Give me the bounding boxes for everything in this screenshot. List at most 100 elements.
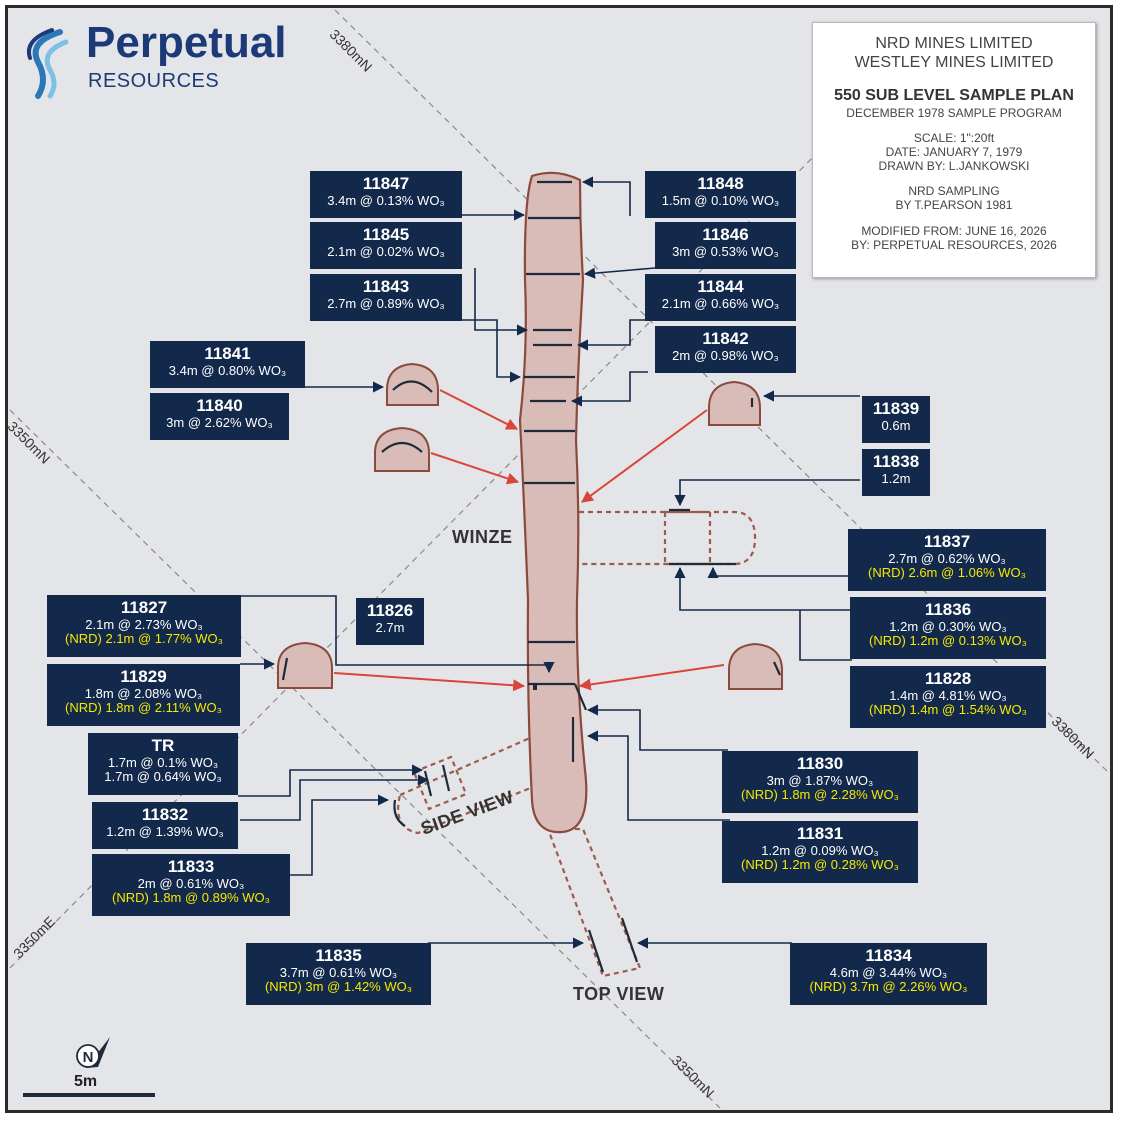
sample-id: 11833 [167, 857, 215, 876]
sample-channels [423, 180, 736, 973]
sample-result: 2.7m @ 0.62% WO₃ [888, 550, 1006, 566]
sample-result: 1.2m @ 0.09% WO₃ [761, 842, 879, 858]
sample-result: 3m @ 0.53% WO₃ [672, 243, 779, 259]
north-arrow-label: N [83, 1049, 94, 1066]
sample-id: 11831 [796, 824, 844, 843]
sample-id: 11839 [872, 399, 920, 418]
sample-box-11828: 11828 1.4m @ 4.81% WO₃ (NRD) 1.4m @ 1.54… [850, 666, 1046, 728]
sample-result: 1.4m @ 4.81% WO₃ [889, 687, 1007, 703]
sample-result: 1.8m @ 2.08% WO₃ [84, 685, 203, 701]
xsec-11828 [728, 642, 783, 690]
title-block: NRD MINES LIMITED WESTLEY MINES LIMITED … [812, 22, 1096, 278]
sample-result: 1.2m @ 0.30% WO₃ [889, 618, 1007, 634]
sample-result-2: 1.7m @ 0.64% WO₃ [104, 769, 222, 785]
xsec-11839 [708, 380, 761, 426]
sample-result: 1.2m @ 1.39% WO₃ [106, 823, 224, 839]
sample-result: 2.1m @ 0.02% WO₃ [327, 243, 445, 259]
sample-result: 2.1m @ 0.66% WO₃ [661, 295, 780, 311]
plan-drawn-by: DRAWN BY: L.JANKOWSKI [878, 159, 1030, 174]
sample-box-11842: 11842 2m @ 0.98% WO₃ [655, 326, 796, 373]
sample-nrd-result: (NRD) 1.2m @ 0.28% WO₃ [741, 857, 899, 873]
sample-id: 11841 [204, 344, 251, 363]
plan-title: 550 SUB LEVEL SAMPLE PLAN [834, 86, 1074, 104]
sample-box-11836: 11836 1.2m @ 0.30% WO₃ (NRD) 1.2m @ 0.13… [850, 597, 1046, 659]
sample-result: 3m @ 1.87% WO₃ [766, 772, 874, 788]
grid-line-3350n [9, 409, 721, 1109]
sample-box-11832: 11832 1.2m @ 1.39% WO₃ [92, 802, 238, 849]
sample-nrd-result: (NRD) 1.4m @ 1.54% WO₃ [869, 702, 1027, 718]
main-drive [518, 171, 588, 834]
sample-result: 4.6m @ 3.44% WO₃ [829, 964, 948, 980]
sample-box-11845: 11845 2.1m @ 0.02% WO₃ [310, 222, 462, 269]
sample-box-11847: 11847 3.4m @ 0.13% WO₃ [310, 171, 462, 218]
xsec-11841 [386, 362, 439, 406]
sample-box-11830: 11830 3m @ 1.87% WO₃ (NRD) 1.8m @ 2.28% … [722, 751, 918, 813]
sample-id: 11840 [196, 396, 243, 415]
sample-nrd-result: (NRD) 1.8m @ 0.89% WO₃ [112, 890, 270, 906]
sample-id: 11847 [362, 174, 410, 193]
xsec-11829 [277, 641, 333, 689]
sample-box-11835: 11835 3.7m @ 0.61% WO₃ (NRD) 3m @ 1.42% … [246, 943, 431, 1005]
sample-id: 11835 [315, 946, 362, 965]
sample-id: 11838 [872, 452, 920, 471]
logo-name: Perpetual [86, 18, 287, 67]
sample-result: 0.6m [881, 417, 911, 433]
company-logo: Perpetual RESOURCES [24, 18, 314, 102]
sample-result: 2.7m [375, 619, 405, 635]
top-view-label: TOP VIEW [573, 984, 665, 1004]
sample-id: 11826 [366, 601, 414, 620]
winze-sample-box [663, 510, 712, 566]
sample-box-11840: 11840 3m @ 2.62% WO₃ [150, 393, 289, 440]
sample-box-11829: 11829 1.8m @ 2.08% WO₃ (NRD) 1.8m @ 2.11… [47, 664, 240, 726]
sample-box-tr: TR 1.7m @ 0.1% WO₃ 1.7m @ 0.64% WO₃ [88, 733, 238, 795]
sample-box-11841: 11841 3.4m @ 0.80% WO₃ [150, 341, 305, 388]
sample-box-11843: 11843 2.7m @ 0.89% WO₃ [310, 274, 462, 321]
sample-id: 11834 [865, 946, 912, 965]
leader-lines [238, 176, 860, 949]
logo-swoosh-icon [27, 28, 69, 99]
cross-section-channels [281, 380, 781, 827]
sample-id: 11828 [924, 669, 972, 688]
sample-id: 11848 [697, 174, 744, 193]
sample-box-11833: 11833 2m @ 0.61% WO₃ (NRD) 1.8m @ 0.89% … [92, 854, 290, 916]
plan-program: DECEMBER 1978 SAMPLE PROGRAM [846, 105, 1062, 120]
xsec-11840 [374, 426, 430, 472]
sample-box-11838: 11838 1.2m [862, 449, 930, 496]
plan-sampling-2: BY T.PEARSON 1981 [895, 198, 1013, 213]
sample-box-11826: 11826 2.7m [356, 598, 424, 645]
winze-label: WINZE [452, 527, 513, 547]
plan-date: DATE: JANUARY 7, 1979 [885, 144, 1023, 159]
sample-result: 2.7m @ 0.89% WO₃ [327, 295, 445, 311]
scale-bar-label: 5m [74, 1073, 98, 1090]
plan-modified-1: MODIFIED FROM: JUNE 16, 2026 [861, 223, 1047, 238]
sample-nrd-result: (NRD) 1.2m @ 0.13% WO₃ [869, 633, 1027, 649]
sample-result: 3.4m @ 0.80% WO₃ [168, 362, 287, 378]
sample-box-11831: 11831 1.2m @ 0.09% WO₃ (NRD) 1.2m @ 0.28… [722, 821, 918, 883]
plan-sampling-1: NRD SAMPLING [908, 184, 1000, 199]
sample-id: 11842 [702, 329, 749, 348]
sample-result: 2m @ 0.98% WO₃ [672, 347, 779, 363]
title-company-2: WESTLEY MINES LIMITED [854, 53, 1054, 71]
title-company-1: NRD MINES LIMITED [875, 35, 1033, 52]
sample-box-11848: 11848 1.5m @ 0.10% WO₃ [645, 171, 796, 218]
sample-result: 1.7m @ 0.1% WO₃ [107, 754, 219, 770]
sample-id: 11830 [796, 754, 844, 773]
sample-id: 11829 [120, 667, 167, 686]
sample-nrd-result: (NRD) 2.1m @ 1.77% WO₃ [65, 631, 223, 647]
sample-box-11834: 11834 4.6m @ 3.44% WO₃ (NRD) 3.7m @ 2.26… [790, 943, 987, 1005]
sample-box-11839: 11839 0.6m [862, 396, 930, 443]
top-view-outline [546, 827, 642, 978]
sample-id: 11836 [924, 600, 972, 619]
red-arrows [333, 389, 725, 692]
sample-id: TR [151, 736, 175, 755]
sample-nrd-result: (NRD) 1.8m @ 2.11% WO₃ [65, 700, 222, 716]
sample-nrd-result: (NRD) 3m @ 1.42% WO₃ [264, 979, 413, 995]
logo-subtitle: RESOURCES [88, 70, 220, 92]
sample-result: 1.2m [881, 470, 911, 486]
sample-id: 11827 [120, 598, 168, 617]
sample-box-11827: 11827 2.1m @ 2.73% WO₃ (NRD) 2.1m @ 1.77… [47, 595, 241, 657]
sample-box-11846: 11846 3m @ 0.53% WO₃ [655, 222, 796, 269]
plan-modified-2: BY: PERPETUAL RESOURCES, 2026 [851, 237, 1057, 252]
sample-result: 3.4m @ 0.13% WO₃ [327, 192, 445, 208]
sample-id: 11843 [362, 277, 410, 296]
